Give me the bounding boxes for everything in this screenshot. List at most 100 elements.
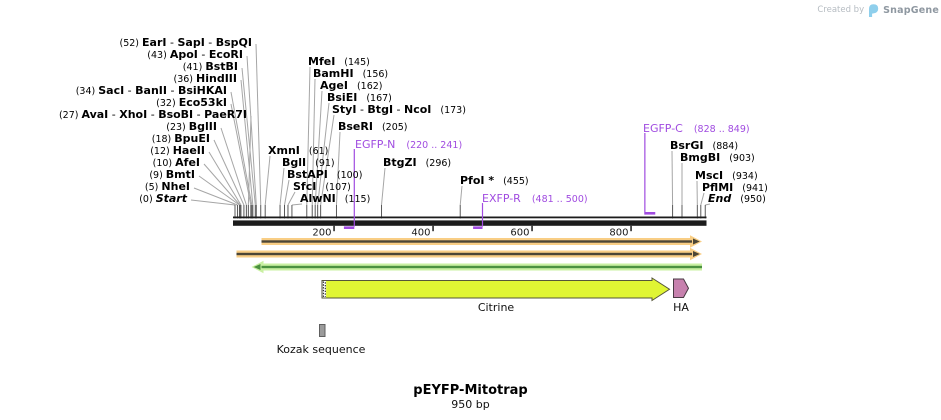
restriction-site-label[interactable]: (5) NheI: [145, 180, 190, 193]
callout-line: [198, 175, 240, 206]
callout-line: [230, 91, 253, 206]
callout-line: [241, 67, 256, 206]
restriction-site-label[interactable]: PflMI(941): [702, 181, 768, 194]
restriction-site-label[interactable]: BtgZI(296): [383, 156, 451, 169]
sequence-bar-layer: [233, 216, 707, 226]
restriction-site-label[interactable]: (0) Start: [139, 192, 188, 205]
callout-line: [220, 127, 247, 206]
kozak-sequence-box[interactable]: [319, 324, 326, 337]
frame-head-inner: [693, 251, 700, 257]
callout-line: [246, 55, 257, 206]
callout-line: [671, 150, 674, 206]
snapgene-logo-icon: [869, 3, 879, 17]
restriction-site-label[interactable]: (34) SacI - BanII - BsiHKAI: [76, 84, 227, 97]
reading-frames-layer: [236, 235, 703, 274]
restriction-site-label[interactable]: (9) BmtI: [149, 168, 195, 181]
ha-label[interactable]: HA: [673, 301, 689, 314]
restriction-site-label[interactable]: MfeI(145): [308, 55, 370, 68]
callout-line: [700, 192, 705, 206]
restriction-site-label[interactable]: AlwNI(115): [300, 192, 370, 205]
restriction-site-label[interactable]: (36) HindIII: [174, 72, 238, 85]
features-layer: Citrine HA Kozak sequence: [277, 277, 690, 356]
restriction-site-label[interactable]: BsrGI(884): [670, 139, 738, 152]
frame-head-inner: [253, 264, 261, 270]
ha-tag-arrow[interactable]: [673, 278, 690, 298]
primer-label[interactable]: EGFP-C(828 .. 849): [643, 122, 750, 135]
callout-line: [190, 199, 236, 206]
callout-line: [287, 191, 296, 206]
restriction-site-label[interactable]: StyI - BtgI - NcoI(173): [332, 103, 466, 116]
restriction-site-label[interactable]: BmgBI(903): [680, 151, 755, 164]
callout-line: [255, 43, 262, 206]
primer-bar[interactable]: [644, 212, 656, 215]
callout-line: [314, 90, 323, 206]
frame-head-inner: [693, 238, 700, 245]
callout-line: [320, 114, 335, 206]
restriction-site-label[interactable]: PfoI *(455): [460, 174, 529, 187]
restriction-site-label[interactable]: (52) EarI - SapI - BspQI: [120, 36, 253, 49]
ruler-label: 600: [510, 228, 529, 239]
ruler-label: 400: [411, 228, 430, 239]
ruler-tick: [630, 225, 632, 232]
reading-frame-arrow[interactable]: [261, 235, 703, 248]
watermark-brand: SnapGene: [883, 4, 939, 16]
frame-line: [261, 240, 692, 243]
callout-line: [317, 102, 330, 206]
primers-layer: EGFP-N(220 .. 241) EXFP-R(481 .. 500) EGFP…: [343, 122, 750, 229]
ruler-tick: [531, 225, 533, 232]
plasmid-length: 950 bp: [451, 397, 490, 411]
sequence-bar-top-strand[interactable]: [233, 216, 707, 219]
restriction-site-label[interactable]: BstAPI(100): [287, 168, 362, 181]
citrine-label[interactable]: Citrine: [478, 301, 515, 314]
citrine-truncation-gap: [322, 281, 327, 298]
kozak-label[interactable]: Kozak sequence: [277, 343, 366, 356]
reading-frame-arrow[interactable]: [236, 247, 703, 261]
callout-line: [459, 185, 463, 206]
restriction-site-label[interactable]: BseRI(205): [338, 120, 408, 133]
restriction-site-label[interactable]: (18) BpuEI: [152, 132, 210, 145]
restriction-site-label[interactable]: (32) Eco53kI: [156, 96, 227, 109]
citrine-cds-arrow[interactable]: [321, 277, 671, 302]
title-block: pEYFP-Mitotrap 950 bp: [0, 383, 941, 412]
restriction-site-label[interactable]: (23) BglII: [166, 120, 217, 133]
callout-line: [311, 78, 316, 206]
reading-frame-arrow[interactable]: [251, 260, 703, 274]
restriction-site-label[interactable]: BamHI(156): [313, 67, 388, 80]
callout-line: [284, 179, 290, 206]
restriction-site-label[interactable]: BsiEI(167): [327, 91, 392, 104]
sequence-bar-bottom-strand[interactable]: [233, 220, 707, 226]
callout-line: [230, 103, 252, 206]
restriction-site-label[interactable]: (41) BstBI: [183, 60, 238, 73]
callout-line: [203, 163, 241, 206]
restriction-site-label[interactable]: SfcI(107): [293, 180, 351, 193]
restriction-site-label[interactable]: MscI(934): [695, 169, 758, 182]
primer-label[interactable]: EGFP-N(220 .. 241): [355, 138, 462, 151]
callout-line: [247, 115, 252, 206]
primer-bar[interactable]: [343, 226, 355, 229]
restriction-site-label[interactable]: (43) ApoI - EcoRI: [147, 48, 243, 61]
callout-line: [213, 139, 245, 206]
restriction-site-label[interactable]: End(950): [708, 192, 766, 205]
restriction-site-label[interactable]: AgeI(162): [320, 79, 383, 92]
restriction-site-label[interactable]: XmnI(61): [268, 144, 328, 157]
callout-line: [335, 131, 341, 206]
ruler-tick: [432, 225, 434, 232]
watermark-created-by: Created by: [817, 5, 865, 15]
plasmid-name: pEYFP-Mitotrap: [413, 383, 528, 398]
restriction-site-label[interactable]: (12) HaeII: [150, 144, 205, 157]
callout-line: [208, 151, 242, 206]
site-labels-layer: (52) EarI - SapI - BspQI(43) ApoI - EcoR…: [59, 36, 768, 205]
ruler-label: 200: [312, 228, 331, 239]
restriction-site-label[interactable]: (10) AfeI: [153, 156, 200, 169]
restriction-site-label[interactable]: (27) AvaI - XhoI - BsoBI - PaeR7I: [59, 108, 247, 121]
primer-bar[interactable]: [473, 226, 483, 229]
callout-line: [264, 155, 271, 206]
callout-line: [279, 167, 285, 206]
primer-label[interactable]: EXFP-R(481 .. 500): [482, 192, 588, 205]
callout-line: [306, 66, 311, 206]
restriction-site-label[interactable]: BglI(91): [282, 156, 335, 169]
frame-line: [236, 252, 692, 256]
